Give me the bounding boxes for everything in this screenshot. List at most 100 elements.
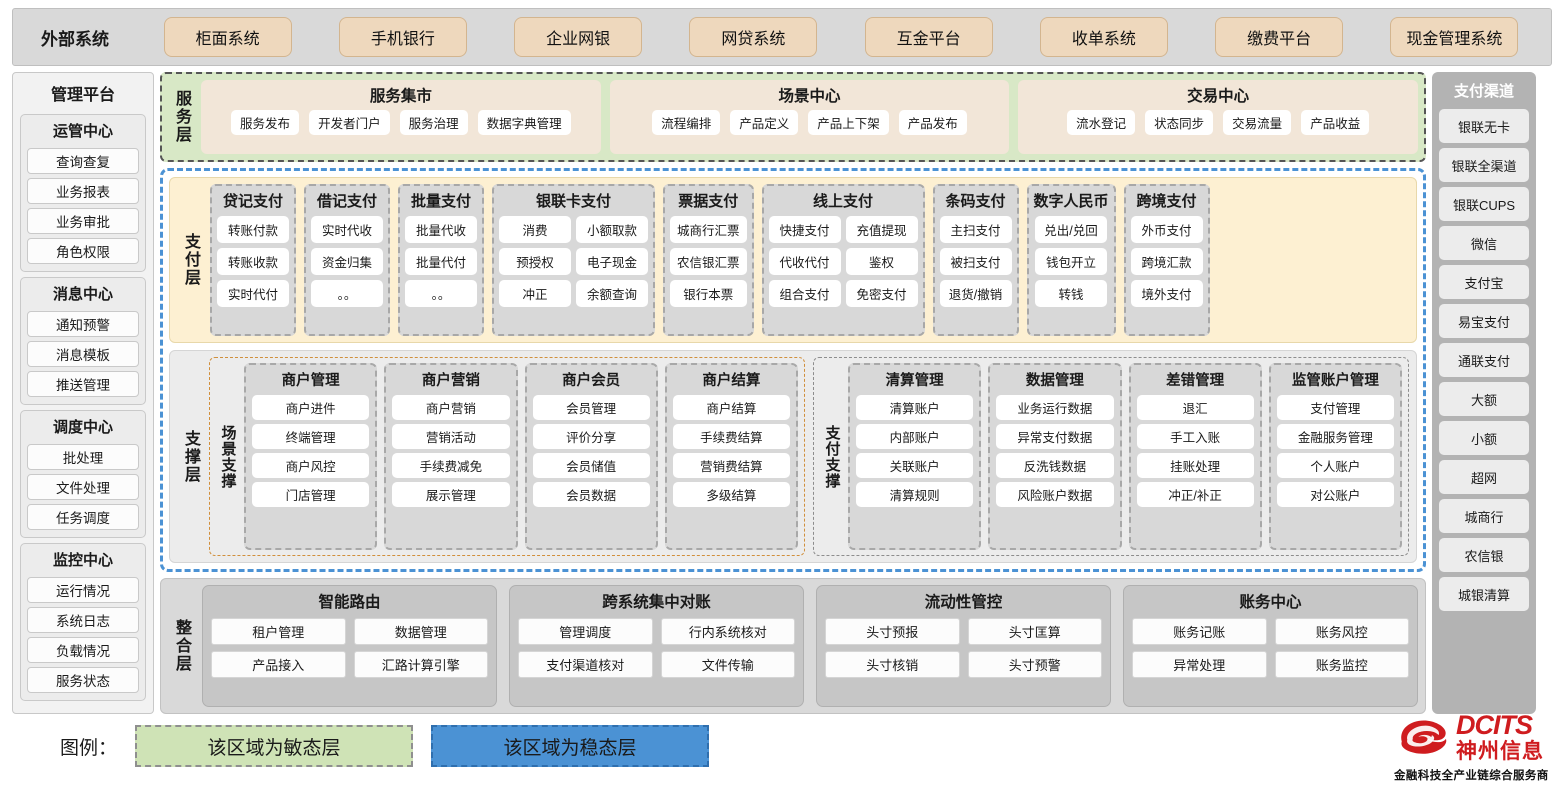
support-item[interactable]: 展示管理 bbox=[392, 482, 510, 507]
service-item[interactable]: 产品发布 bbox=[898, 110, 967, 135]
pay-item[interactable]: 。。 bbox=[405, 280, 477, 307]
support-item[interactable]: 手工入账 bbox=[1136, 424, 1254, 449]
sidebar-item[interactable]: 推送管理 bbox=[27, 371, 139, 397]
support-item[interactable]: 商户进件 bbox=[252, 395, 370, 420]
pay-item[interactable]: 小额取款 bbox=[576, 216, 648, 243]
pay-item[interactable]: 转钱 bbox=[1035, 280, 1108, 307]
payment-channel-item[interactable]: 支付宝 bbox=[1439, 265, 1529, 299]
pay-item[interactable]: 实时代收 bbox=[311, 216, 383, 243]
sidebar-item[interactable]: 运行情况 bbox=[27, 577, 139, 603]
pay-item[interactable]: 免密支付 bbox=[845, 280, 918, 307]
pay-item[interactable]: 余额查询 bbox=[576, 280, 648, 307]
integration-item[interactable]: 头寸核销 bbox=[825, 651, 960, 678]
support-item[interactable]: 商户风控 bbox=[252, 453, 370, 478]
integration-item[interactable]: 异常处理 bbox=[1132, 651, 1267, 678]
pay-item[interactable]: 实时代付 bbox=[217, 280, 289, 307]
support-item[interactable]: 手续费减免 bbox=[392, 453, 510, 478]
service-item[interactable]: 服务发布 bbox=[231, 110, 300, 135]
pay-item[interactable]: 跨境汇款 bbox=[1130, 248, 1203, 275]
integration-item[interactable]: 产品接入 bbox=[211, 651, 346, 678]
payment-channel-item[interactable]: 通联支付 bbox=[1439, 343, 1529, 377]
integration-item[interactable]: 账务记账 bbox=[1132, 618, 1267, 645]
integration-item[interactable]: 汇路计算引擎 bbox=[353, 651, 488, 678]
payment-channel-item[interactable]: 银联全渠道 bbox=[1439, 148, 1529, 182]
support-item[interactable]: 挂账处理 bbox=[1136, 453, 1254, 478]
support-item[interactable]: 清算规则 bbox=[856, 482, 974, 507]
support-item[interactable]: 清算账户 bbox=[856, 395, 974, 420]
pay-item[interactable]: 银行本票 bbox=[670, 280, 747, 307]
pay-item[interactable]: 境外支付 bbox=[1130, 280, 1203, 307]
payment-channel-item[interactable]: 农信银 bbox=[1439, 538, 1529, 572]
sidebar-item[interactable]: 业务审批 bbox=[27, 208, 139, 234]
pay-item[interactable]: 农信银汇票 bbox=[670, 248, 747, 275]
support-item[interactable]: 反洗钱数据 bbox=[996, 453, 1114, 478]
integration-item[interactable]: 管理调度 bbox=[518, 618, 653, 645]
integration-item[interactable]: 行内系统核对 bbox=[660, 618, 795, 645]
pay-item[interactable]: 代收代付 bbox=[768, 248, 841, 275]
support-item[interactable]: 终端管理 bbox=[252, 424, 370, 449]
sidebar-item[interactable]: 业务报表 bbox=[27, 178, 139, 204]
support-item[interactable]: 会员储值 bbox=[532, 453, 650, 478]
service-item[interactable]: 状态同步 bbox=[1145, 110, 1214, 135]
sidebar-item[interactable]: 负载情况 bbox=[27, 637, 139, 663]
support-item[interactable]: 支付管理 bbox=[1276, 395, 1394, 420]
pay-item[interactable]: 快捷支付 bbox=[768, 216, 841, 243]
support-item[interactable]: 会员数据 bbox=[532, 482, 650, 507]
support-item[interactable]: 内部账户 bbox=[856, 424, 974, 449]
payment-channel-item[interactable]: 城商行 bbox=[1439, 499, 1529, 533]
sidebar-item[interactable]: 消息模板 bbox=[27, 341, 139, 367]
payment-channel-item[interactable]: 易宝支付 bbox=[1439, 304, 1529, 338]
sidebar-item[interactable]: 任务调度 bbox=[27, 504, 139, 530]
payment-channel-item[interactable]: 银联无卡 bbox=[1439, 109, 1529, 143]
pay-item[interactable]: 鉴权 bbox=[845, 248, 918, 275]
payment-channel-item[interactable]: 大额 bbox=[1439, 382, 1529, 416]
support-item[interactable]: 关联账户 bbox=[856, 453, 974, 478]
external-system-chip[interactable]: 现金管理系统 bbox=[1390, 17, 1519, 57]
external-system-chip[interactable]: 网贷系统 bbox=[689, 17, 818, 57]
payment-channel-item[interactable]: 小额 bbox=[1439, 421, 1529, 455]
pay-item[interactable]: 批量代付 bbox=[405, 248, 477, 275]
pay-item[interactable]: 批量代收 bbox=[405, 216, 477, 243]
pay-item[interactable]: 外币支付 bbox=[1130, 216, 1203, 243]
service-item[interactable]: 交易流量 bbox=[1223, 110, 1292, 135]
support-item[interactable]: 个人账户 bbox=[1276, 453, 1394, 478]
integration-item[interactable]: 头寸匡算 bbox=[967, 618, 1102, 645]
sidebar-item[interactable]: 通知预警 bbox=[27, 311, 139, 337]
support-item[interactable]: 手续费结算 bbox=[672, 424, 790, 449]
support-item[interactable]: 门店管理 bbox=[252, 482, 370, 507]
sidebar-item[interactable]: 查询查复 bbox=[27, 148, 139, 174]
pay-item[interactable]: 转账付款 bbox=[217, 216, 289, 243]
payment-channel-item[interactable]: 银联CUPS bbox=[1439, 187, 1529, 221]
pay-item[interactable]: 冲正 bbox=[499, 280, 571, 307]
pay-item[interactable]: 转账收款 bbox=[217, 248, 289, 275]
sidebar-item[interactable]: 系统日志 bbox=[27, 607, 139, 633]
support-item[interactable]: 冲正/补正 bbox=[1136, 482, 1254, 507]
support-item[interactable]: 异常支付数据 bbox=[996, 424, 1114, 449]
pay-item[interactable]: 充值提现 bbox=[845, 216, 918, 243]
external-system-chip[interactable]: 手机银行 bbox=[338, 17, 467, 57]
support-item[interactable]: 风险账户数据 bbox=[996, 482, 1114, 507]
sidebar-item[interactable]: 批处理 bbox=[27, 444, 139, 470]
support-item[interactable]: 会员管理 bbox=[532, 395, 650, 420]
service-item[interactable]: 产品定义 bbox=[730, 110, 799, 135]
pay-item[interactable]: 组合支付 bbox=[768, 280, 841, 307]
sidebar-item[interactable]: 文件处理 bbox=[27, 474, 139, 500]
support-item[interactable]: 营销费结算 bbox=[672, 453, 790, 478]
pay-item[interactable]: 预授权 bbox=[499, 248, 571, 275]
service-item[interactable]: 流程编排 bbox=[652, 110, 721, 135]
payment-channel-item[interactable]: 微信 bbox=[1439, 226, 1529, 260]
support-item[interactable]: 商户结算 bbox=[672, 395, 790, 420]
external-system-chip[interactable]: 收单系统 bbox=[1039, 17, 1168, 57]
payment-channel-item[interactable]: 城银清算 bbox=[1439, 577, 1529, 611]
support-item[interactable]: 商户营销 bbox=[392, 395, 510, 420]
support-item[interactable]: 业务运行数据 bbox=[996, 395, 1114, 420]
integration-item[interactable]: 文件传输 bbox=[660, 651, 795, 678]
external-system-chip[interactable]: 企业网银 bbox=[514, 17, 643, 57]
integration-item[interactable]: 数据管理 bbox=[353, 618, 488, 645]
pay-item[interactable]: 被扫支付 bbox=[939, 248, 1012, 275]
service-item[interactable]: 产品收益 bbox=[1301, 110, 1370, 135]
external-system-chip[interactable]: 互金平台 bbox=[864, 17, 993, 57]
service-item[interactable]: 服务治理 bbox=[399, 110, 468, 135]
service-item[interactable]: 开发者门户 bbox=[309, 110, 390, 135]
pay-item[interactable]: 退货/撤销 bbox=[939, 280, 1012, 307]
